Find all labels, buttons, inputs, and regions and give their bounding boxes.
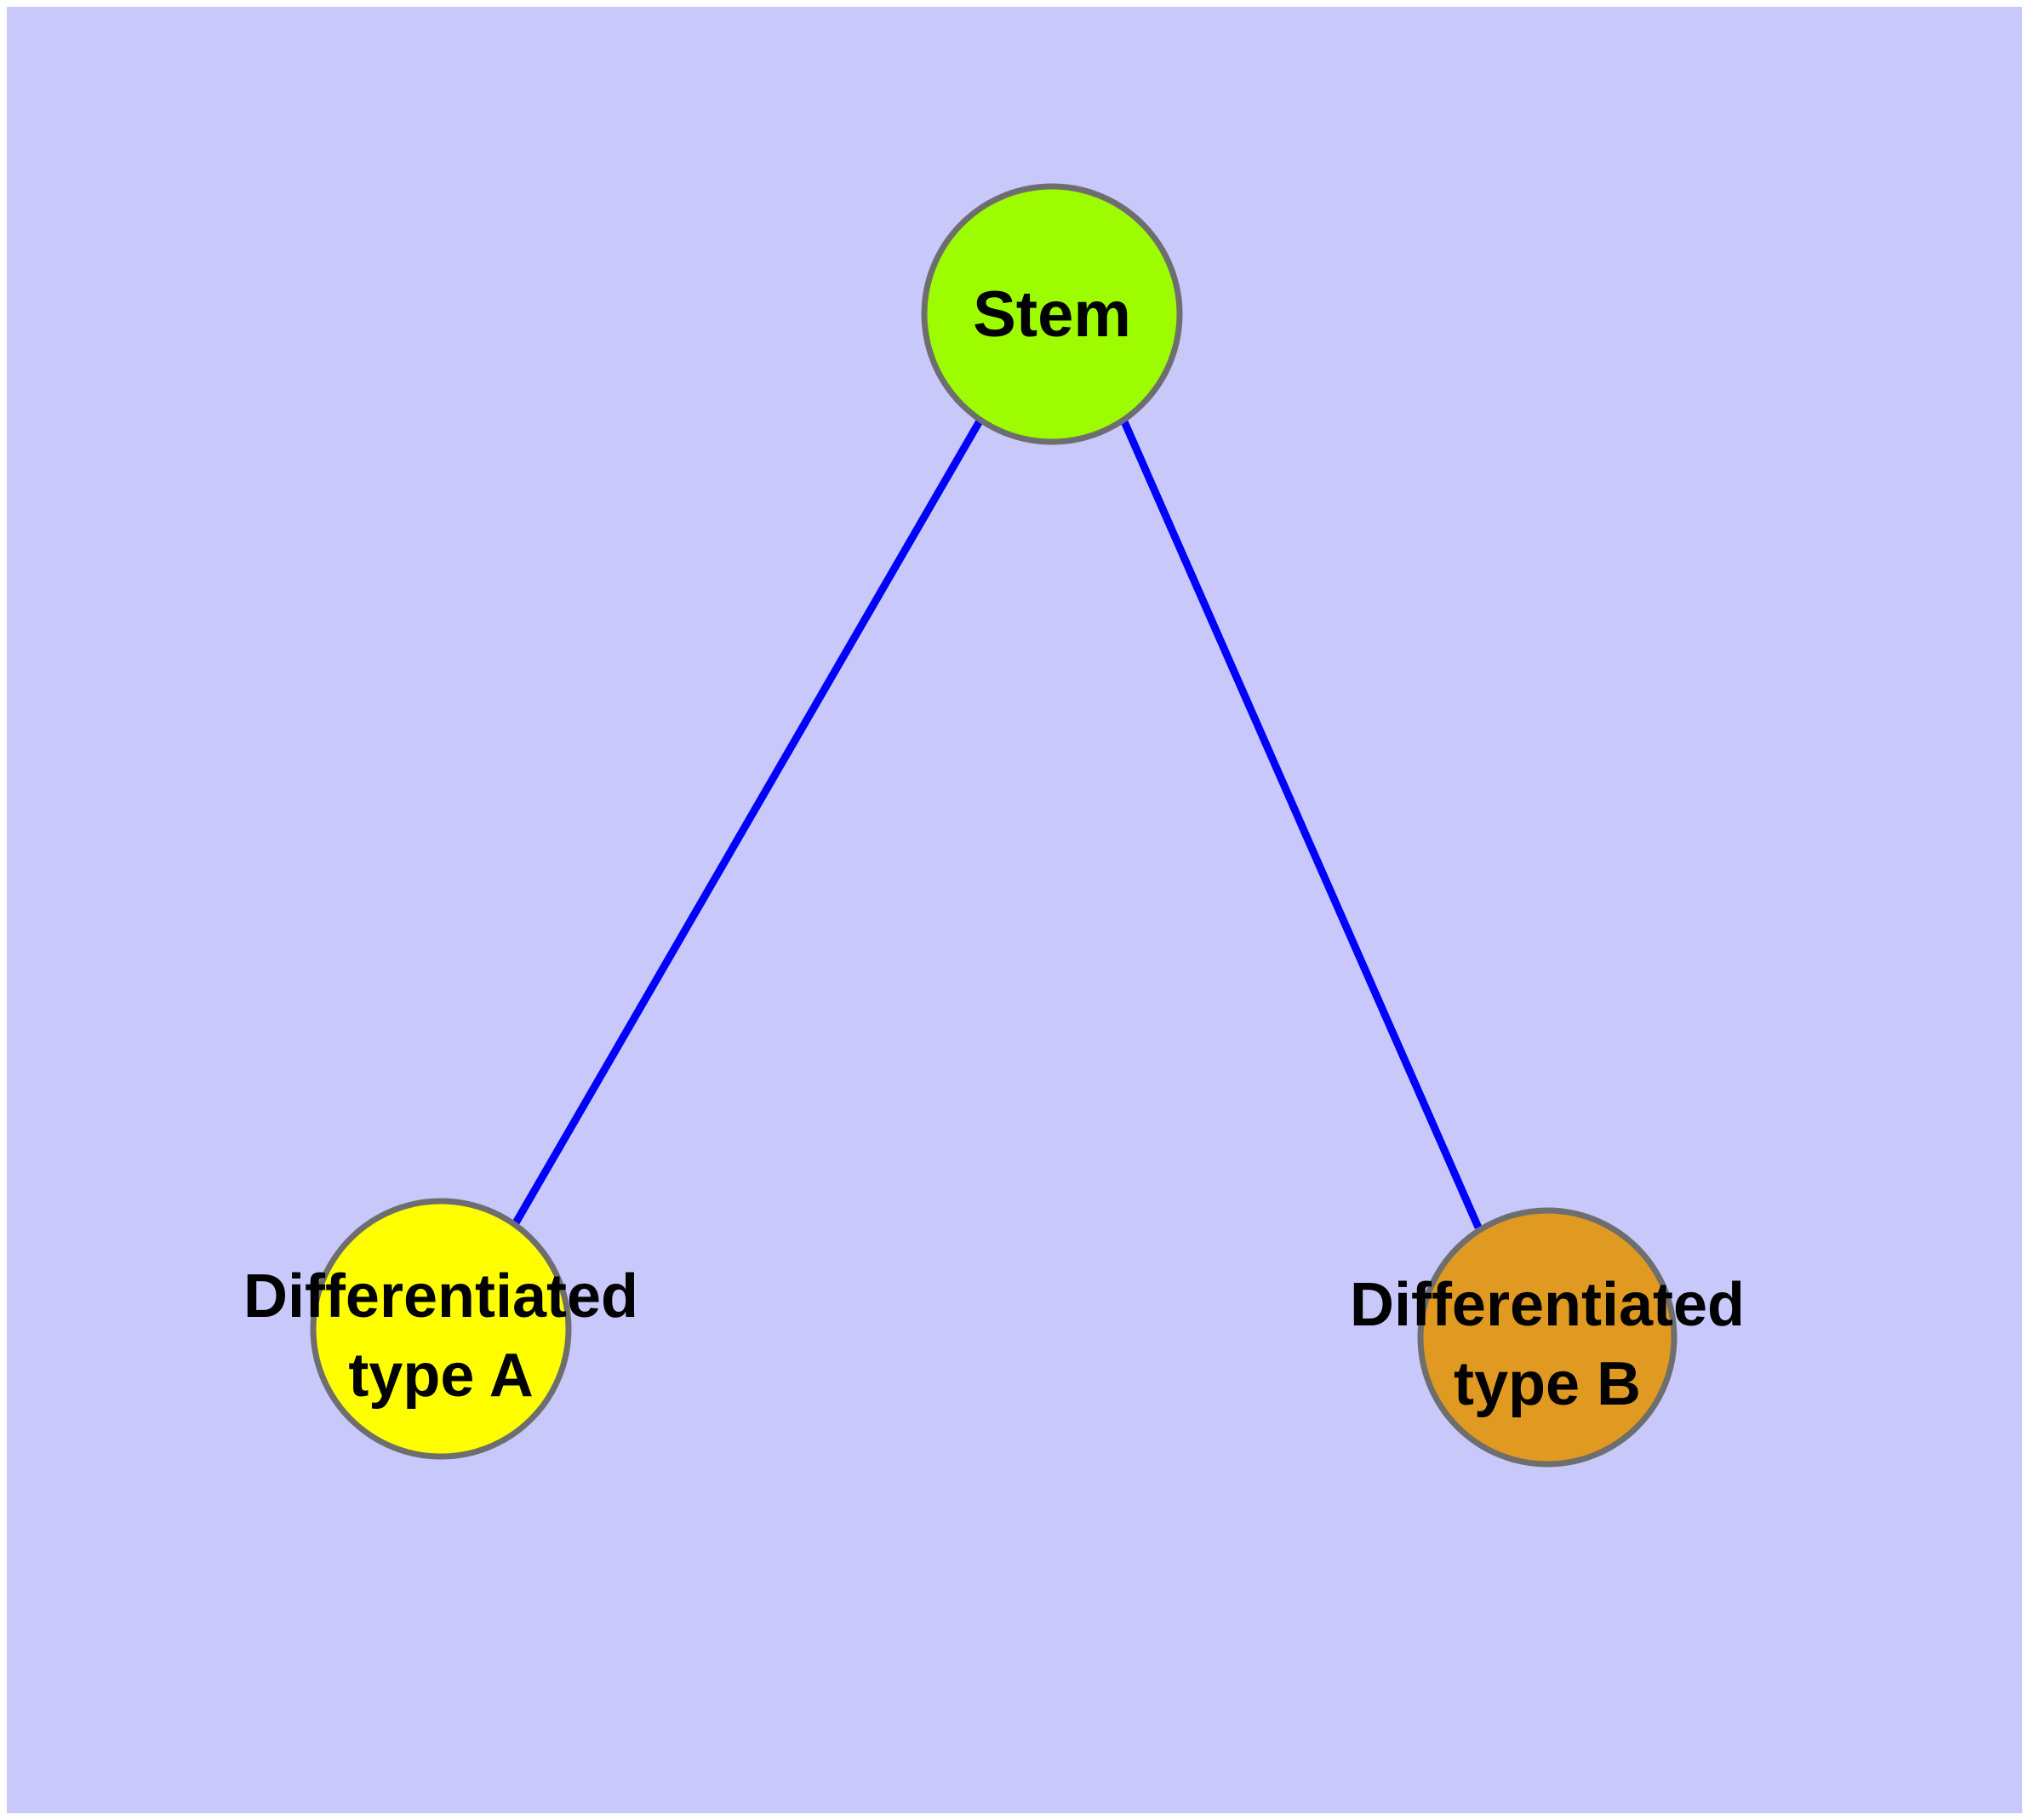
edge-stem-to-differentiated-type-a[interactable] (511, 417, 984, 1228)
node-differentiated-type-a-circle[interactable] (310, 1198, 572, 1460)
node-differentiated-type-a-label-line2: type A (348, 1342, 533, 1410)
node-differentiated-type-b-circle[interactable] (1417, 1207, 1677, 1468)
node-layer: Stem Differentiated type A Differentiate… (243, 183, 1745, 1468)
node-differentiated-type-b-label-line1: Differentiated (1350, 1271, 1745, 1339)
edge-layer (511, 417, 1483, 1229)
node-differentiated-type-b[interactable]: Differentiated type B (1350, 1207, 1745, 1468)
node-stem[interactable]: Stem (921, 183, 1183, 445)
edge-stem-to-differentiated-type-b[interactable] (1119, 418, 1483, 1229)
node-differentiated-type-a-label-line1: Differentiated (243, 1262, 638, 1331)
node-differentiated-type-a[interactable]: Differentiated type A (243, 1198, 638, 1460)
node-stem-circle[interactable] (921, 183, 1183, 445)
node-differentiated-type-b-label-line2: type B (1454, 1350, 1641, 1418)
node-stem-label: Stem (973, 278, 1131, 351)
